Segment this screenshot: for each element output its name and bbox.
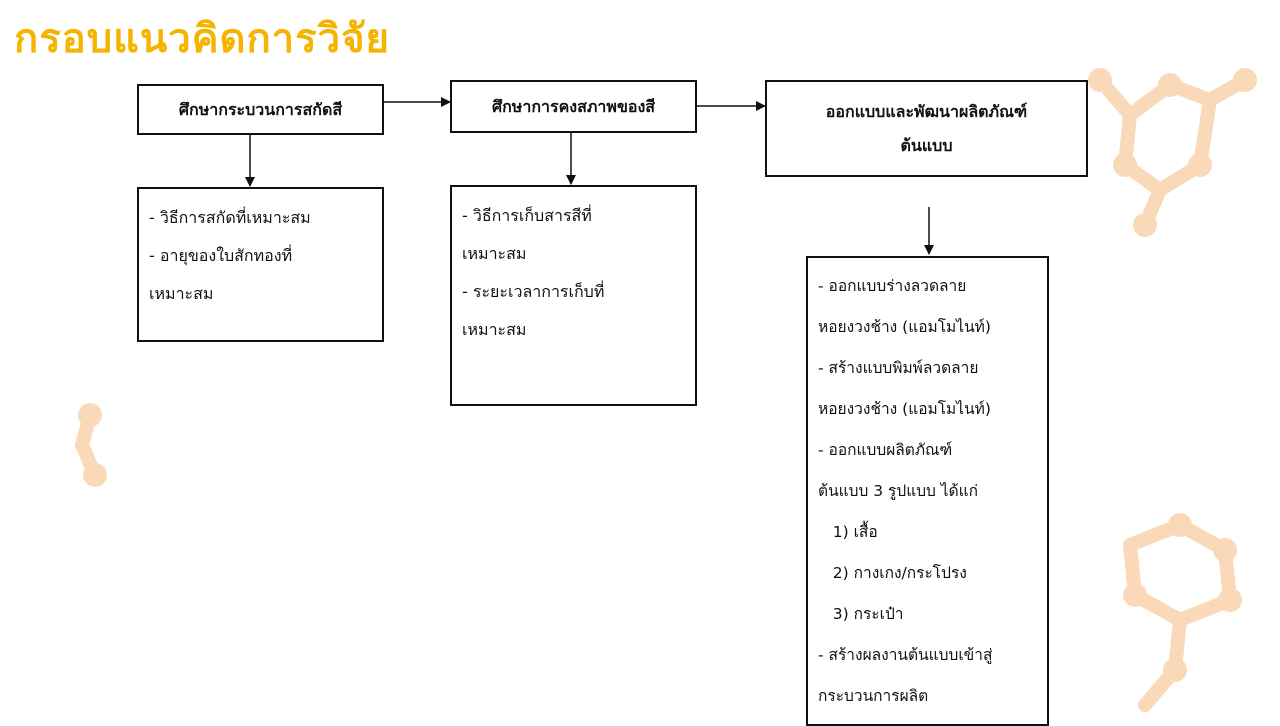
detail-item: หอยงวงช้าง (แอมโมไนท์) [818,400,991,418]
box-product-design-details: - ออกแบบร่างลวดลาย หอยงวงช้าง (แอมโมไนท์… [806,256,1049,726]
detail-item: - อายุของใบสักทองที่ [149,246,293,265]
detail-item: - วิธีการสกัดที่เหมาะสม [149,208,311,227]
molecule-decoration-bottom-right [1123,513,1242,712]
detail-item: เหมาะสม [462,320,527,339]
detail-item: กระบวนการผลิต [818,687,929,705]
box-color-stability-study-label: ศึกษาการคงสภาพของสี [491,96,656,116]
box-color-stability-details: - วิธีการเก็บสารสีที่ เหมาะสม - ระยะเวลา… [450,185,697,406]
detail-item: - ออกแบบร่างลวดลาย [818,277,967,295]
box-extraction-details: - วิธีการสกัดที่เหมาะสม - อายุของใบสักทอ… [137,187,384,342]
box-product-design: ออกแบบและพัฒนาผลิตภัณฑ์ ต้นแบบ [765,80,1088,177]
detail-item: 2) กางเกง/กระโปรง [818,564,967,582]
detail-item: - ออกแบบผลิตภัณฑ์ [818,441,953,459]
detail-item: ต้นแบบ 3 รูปแบบ ได้แก่ [818,482,979,500]
detail-item: เหมาะสม [462,244,527,263]
detail-item: - สร้างแบบพิมพ์ลวดลาย [818,359,979,377]
molecule-decoration-top-right [1088,68,1257,237]
detail-item: 1) เสื้อ [818,523,878,541]
box-product-design-label-2: ต้นแบบ [900,135,953,155]
box-extraction-study: ศึกษากระบวนการสกัดสี [137,84,384,135]
box-extraction-study-label: ศึกษากระบวนการสกัดสี [178,99,343,119]
detail-item: - ระยะเวลาการเก็บที่ [462,282,605,301]
detail-item: - วิธีการเก็บสารสีที่ [462,206,592,225]
page-title: กรอบแนวคิดการวิจัย [14,16,390,62]
detail-item: 3) กระเป๋า [818,605,904,623]
detail-item: - สร้างผลงานต้นแบบเข้าสู่ [818,646,993,664]
box-product-design-label-1: ออกแบบและพัฒนาผลิตภัณฑ์ [825,101,1028,121]
box-color-stability-study: ศึกษาการคงสภาพของสี [450,80,697,133]
detail-item: หอยงวงช้าง (แอมโมไนท์) [818,318,991,336]
molecule-decoration-left [74,403,107,487]
detail-item: เหมาะสม [149,284,214,303]
